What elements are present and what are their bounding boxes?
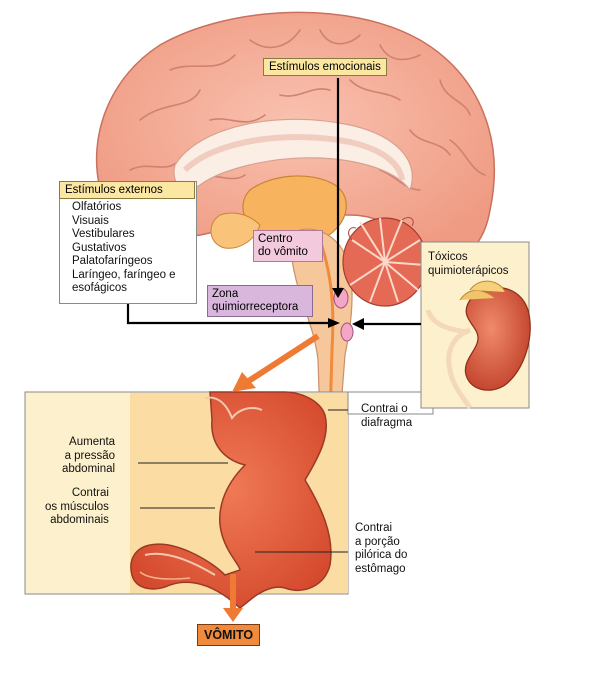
stomach xyxy=(130,391,332,609)
chemoreceptor-node xyxy=(340,322,354,342)
brain-gyri xyxy=(129,29,486,191)
chemoreceptor-zone-label: Zona quimiorreceptora xyxy=(207,285,313,317)
diaphragm-label: Contrai o diafragma xyxy=(361,403,413,429)
external-stimuli-title: Estímulos externos xyxy=(59,181,195,199)
orange-arrow-to-vomit xyxy=(223,574,243,622)
orange-arrow-brain-to-stomach xyxy=(232,333,320,392)
vomit-result-label: VÔMITO xyxy=(197,624,261,646)
kidney xyxy=(464,287,531,391)
corpus-callosum xyxy=(173,118,413,192)
cerebellum xyxy=(342,217,433,307)
pyloric-label: Contrai a porção pilórica do estômago xyxy=(355,522,408,575)
external-stimuli-box: Estímulos externos Olfatórios Visuais Ve… xyxy=(59,181,197,304)
external-stimuli-list: Olfatórios Visuais Vestibulares Gustativ… xyxy=(72,201,176,294)
pituitary-region xyxy=(210,212,261,249)
abdominal-muscles-label: Contrai os músculos abdominais xyxy=(45,487,109,526)
emotional-stimuli-label: Estímulos emocionais xyxy=(263,58,387,76)
abdominal-pressure-label: Aumenta a pressão abdominal xyxy=(62,436,116,475)
chemo-toxins-label: Tóxicos quimioterápicos xyxy=(428,251,509,277)
vomit-center-label: Centro do vômito xyxy=(253,230,323,262)
